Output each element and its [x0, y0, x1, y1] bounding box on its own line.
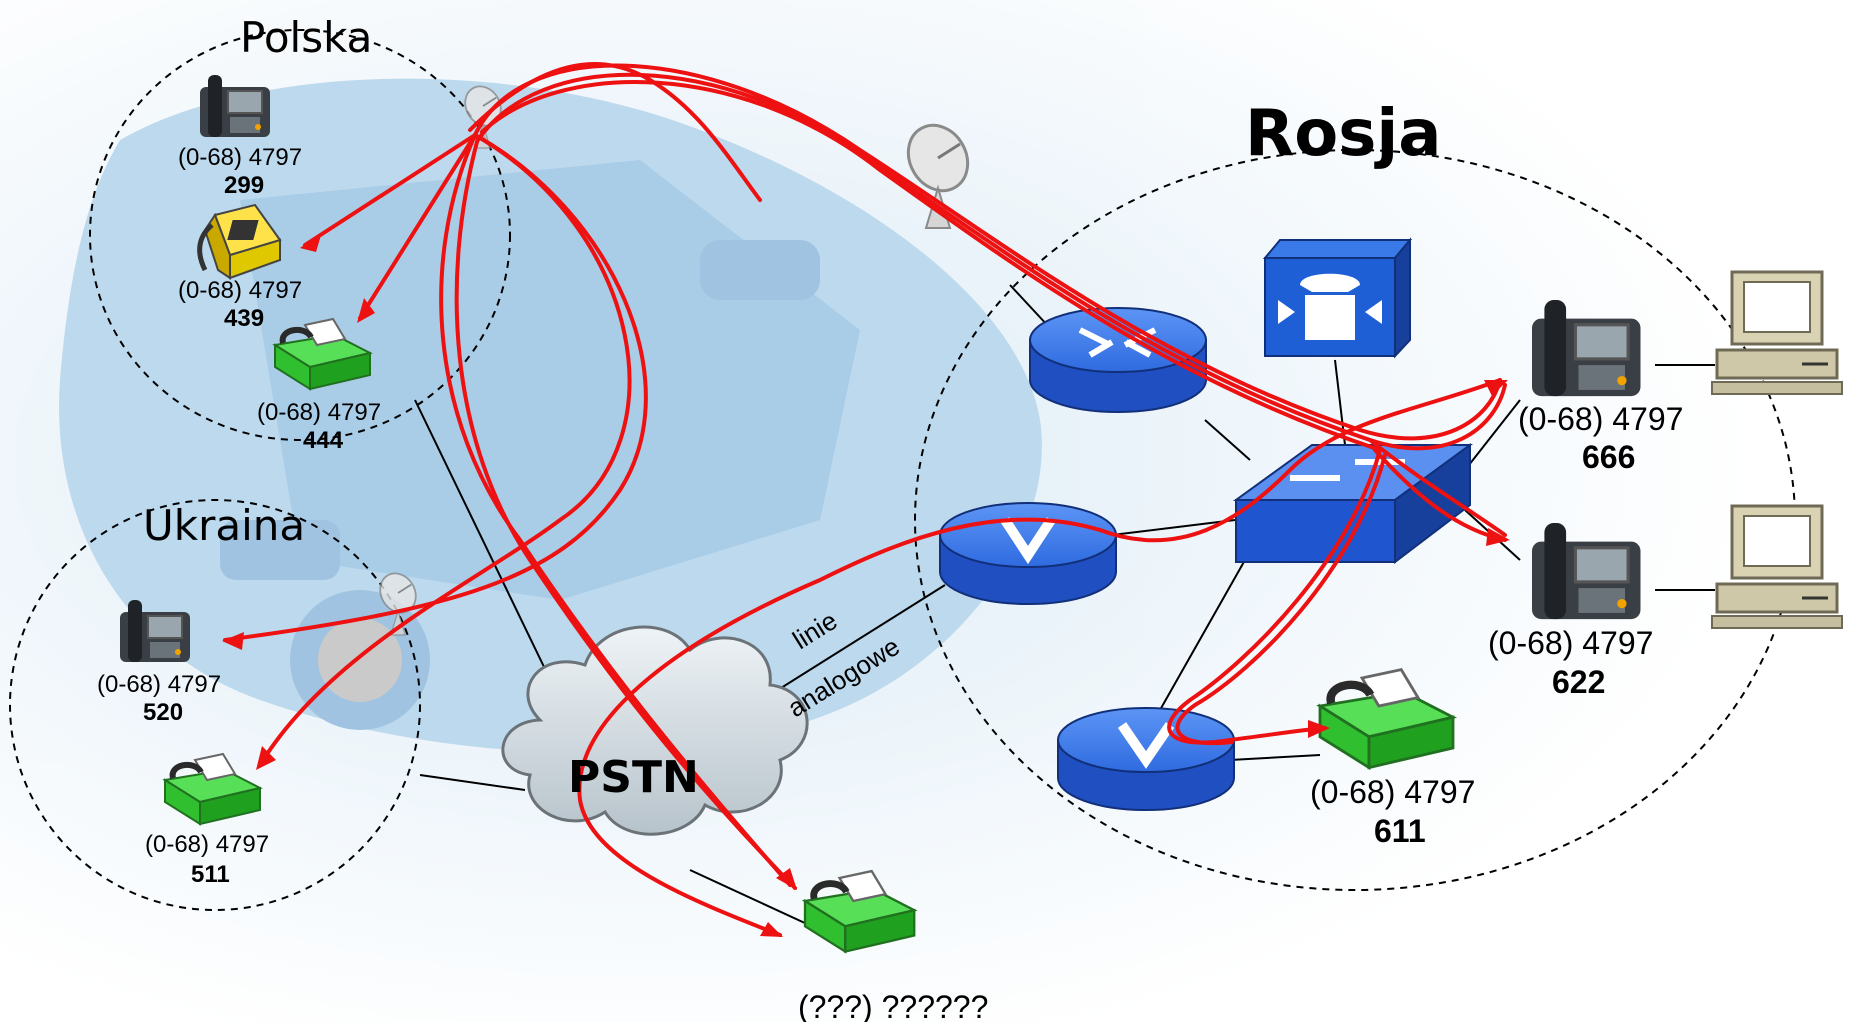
call-paths — [223, 62, 1507, 937]
phone-label-pl-299: (0-68) 4797 299 — [178, 144, 302, 199]
region-boundary-poland — [89, 29, 511, 441]
call-arrowheads — [222, 232, 1510, 937]
phone-extension: 520 — [143, 699, 183, 726]
phone-prefix: (0-68) 4797 — [178, 277, 302, 304]
unknown-fax-number: (???) ?????? — [798, 989, 988, 1022]
phone-extension: 439 — [224, 305, 264, 332]
phone-label-ru-611: (0-68) 4797 611 — [1310, 774, 1475, 849]
phone-prefix: (0-68) 4797 — [1310, 774, 1475, 810]
region-title-poland: Polska — [240, 13, 372, 62]
phone-extension: 622 — [1552, 664, 1605, 700]
phone-prefix: (0-68) 4797 — [1488, 625, 1653, 661]
phone-extension: 444 — [303, 427, 344, 454]
region-boundary-ukraine — [9, 499, 421, 911]
phone-prefix: (0-68) 4797 — [97, 671, 221, 698]
workstation-icon — [1710, 270, 1844, 396]
phone-prefix: (0-68) 4797 — [1518, 401, 1683, 437]
phone-prefix: (0-68) 4797 — [257, 399, 381, 426]
workstation-icon — [1710, 504, 1844, 630]
phone-extension: 611 — [1374, 813, 1426, 849]
connection-lines — [414, 284, 1715, 931]
call-manager-icon — [1262, 237, 1413, 359]
phone-label-ua-511: (0-68) 4797 511 — [145, 831, 269, 888]
pstn-label: PSTN — [568, 752, 699, 803]
phone-label-pl-439: (0-68) 4797 439 — [178, 277, 302, 332]
phone-label-ua-520: (0-68) 4797 520 — [97, 671, 221, 726]
phone-extension: 511 — [191, 861, 230, 888]
phone-label-ru-622: (0-68) 4797 622 — [1488, 625, 1653, 700]
phone-label-ru-666: (0-68) 4797 666 — [1518, 401, 1683, 475]
phone-prefix: (0-68) 4797 — [178, 144, 302, 171]
region-title-russia: Rosja — [1245, 97, 1441, 171]
analog-phone-icon — [197, 203, 282, 280]
phone-extension: 666 — [1582, 439, 1635, 475]
phone-extension: 299 — [224, 172, 264, 199]
phone-prefix: (0-68) 4797 — [145, 831, 269, 858]
voice-gateway-icon — [1057, 707, 1235, 811]
phone-label-pl-444: (0-68) 4797 444 — [257, 399, 381, 454]
region-title-ukraine: Ukraina — [143, 501, 305, 550]
voice-gateway-icon — [939, 502, 1117, 605]
